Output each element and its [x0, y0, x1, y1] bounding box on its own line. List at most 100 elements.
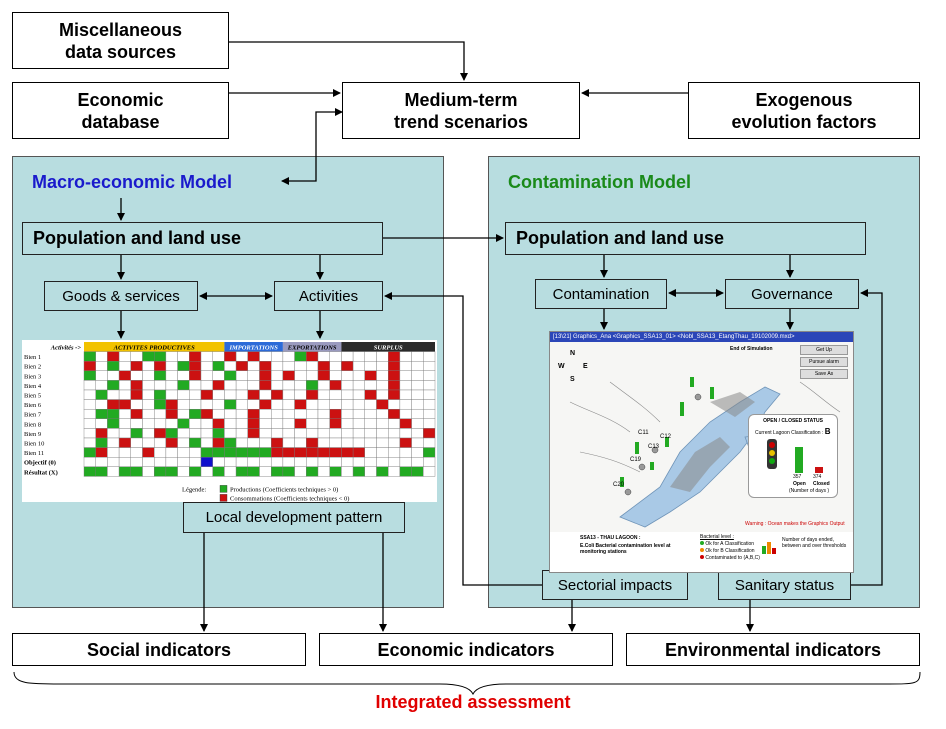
matrix-cell	[224, 361, 237, 372]
matrix-cell	[130, 418, 143, 429]
matrix-cell	[411, 361, 424, 372]
matrix-cell	[118, 428, 131, 439]
matrix-cell	[118, 380, 131, 391]
matrix-cell	[212, 370, 225, 381]
matrix-cell	[341, 418, 354, 429]
matrix-cell	[200, 456, 213, 467]
matrix-cell	[95, 437, 108, 448]
matrix-cell	[364, 408, 377, 419]
matrix-cell	[95, 351, 108, 362]
matrix-cell	[95, 447, 108, 458]
matrix-cell	[376, 399, 389, 410]
compass-s: S	[570, 376, 575, 383]
matrix-cell	[388, 428, 401, 439]
matrix-cell	[107, 389, 120, 400]
matrix-cell	[107, 380, 120, 391]
matrix-cell	[153, 428, 167, 439]
matrix-cell	[95, 418, 108, 429]
matrix-cell	[142, 399, 155, 410]
matrix-cell	[376, 437, 389, 448]
matrix-cell	[212, 361, 225, 372]
local-development-pattern-box: Local development pattern	[183, 502, 405, 533]
matrix-cell	[352, 380, 366, 391]
matrix-cell	[165, 389, 178, 400]
matrix-cell	[399, 351, 412, 362]
matrix-cell	[107, 399, 120, 410]
matrix-cell	[364, 399, 377, 410]
matrix-cell	[399, 428, 412, 439]
matrix-cell	[189, 351, 202, 362]
matrix-row-label: Bien 2	[24, 364, 41, 371]
matrix-cell	[317, 456, 330, 467]
matrix-cell	[130, 437, 143, 448]
matrix-cell	[376, 418, 389, 429]
matrix-cell	[212, 456, 225, 467]
matrix-cell	[306, 466, 319, 477]
matrix-cell	[200, 428, 213, 439]
compass-w: W	[558, 363, 565, 370]
matrix-cell	[364, 466, 377, 477]
matrix-cell	[247, 351, 260, 362]
matrix-cell	[130, 389, 143, 400]
get-up-button[interactable]: Get Up	[800, 345, 848, 355]
matrix-cell	[165, 447, 178, 458]
matrix-cell	[224, 428, 237, 439]
matrix-cell	[282, 399, 295, 410]
matrix-cell	[118, 351, 131, 362]
matrix-cell	[294, 389, 307, 400]
matrix-cell	[282, 437, 295, 448]
matrix-cell	[212, 447, 225, 458]
matrix-cell	[341, 428, 354, 439]
matrix-cell	[200, 408, 213, 419]
matrix-cell	[189, 408, 202, 419]
matrix-cell	[306, 428, 319, 439]
matrix-cell	[235, 370, 249, 381]
matrix-cell	[317, 389, 330, 400]
matrix-cell	[153, 418, 167, 429]
matrix-cell	[200, 370, 213, 381]
matrix-cell	[341, 399, 354, 410]
matrix-cell	[282, 361, 295, 372]
matrix-cell	[306, 456, 319, 467]
days-label: (Number of days )	[789, 488, 830, 494]
matrix-cell	[364, 447, 377, 458]
matrix-row-label: Bien 1	[24, 354, 41, 361]
matrix-cell	[411, 447, 424, 458]
matrix-cell	[224, 389, 237, 400]
matrix-cell	[388, 370, 401, 381]
matrix-cell	[329, 370, 342, 381]
pursue-alarm-button[interactable]: Pursue alarm	[800, 357, 848, 367]
matrix-cell	[270, 418, 284, 429]
matrix-group-label: EXPORTATIONS	[287, 345, 337, 352]
matrix-cell	[189, 361, 202, 372]
matrix-cell	[411, 408, 424, 419]
matrix-cell	[247, 456, 260, 467]
environmental-indicators-box: Environmental indicators	[626, 633, 920, 666]
matrix-row-label: Bien 6	[24, 402, 42, 409]
matrix-cell	[294, 351, 307, 362]
matrix-cell	[130, 408, 143, 419]
matrix-cell	[247, 389, 260, 400]
status-title: OPEN / CLOSED STATUS	[763, 418, 823, 424]
matrix-cell	[423, 389, 436, 400]
save-as-button[interactable]: Save As	[800, 369, 848, 379]
matrix-cell	[317, 380, 330, 391]
matrix-cell	[317, 466, 330, 477]
matrix-cell	[364, 351, 377, 362]
matrix-cell	[130, 466, 143, 477]
matrix-cell	[306, 351, 319, 362]
matrix-cell	[212, 408, 225, 419]
matrix-row-label: Bien 9	[24, 431, 41, 438]
matrix-cell	[411, 380, 424, 391]
matrix-cell	[130, 399, 143, 410]
matrix-cell	[376, 370, 389, 381]
matrix-cell	[177, 428, 190, 439]
matrix-cell	[83, 418, 96, 429]
matrix-cell	[107, 466, 120, 477]
matrix-cell	[235, 437, 249, 448]
matrix-cell	[423, 351, 436, 362]
matrix-cell	[142, 380, 155, 391]
matrix-cell	[388, 408, 401, 419]
matrix-cell	[177, 361, 190, 372]
matrix-cell	[200, 466, 213, 477]
